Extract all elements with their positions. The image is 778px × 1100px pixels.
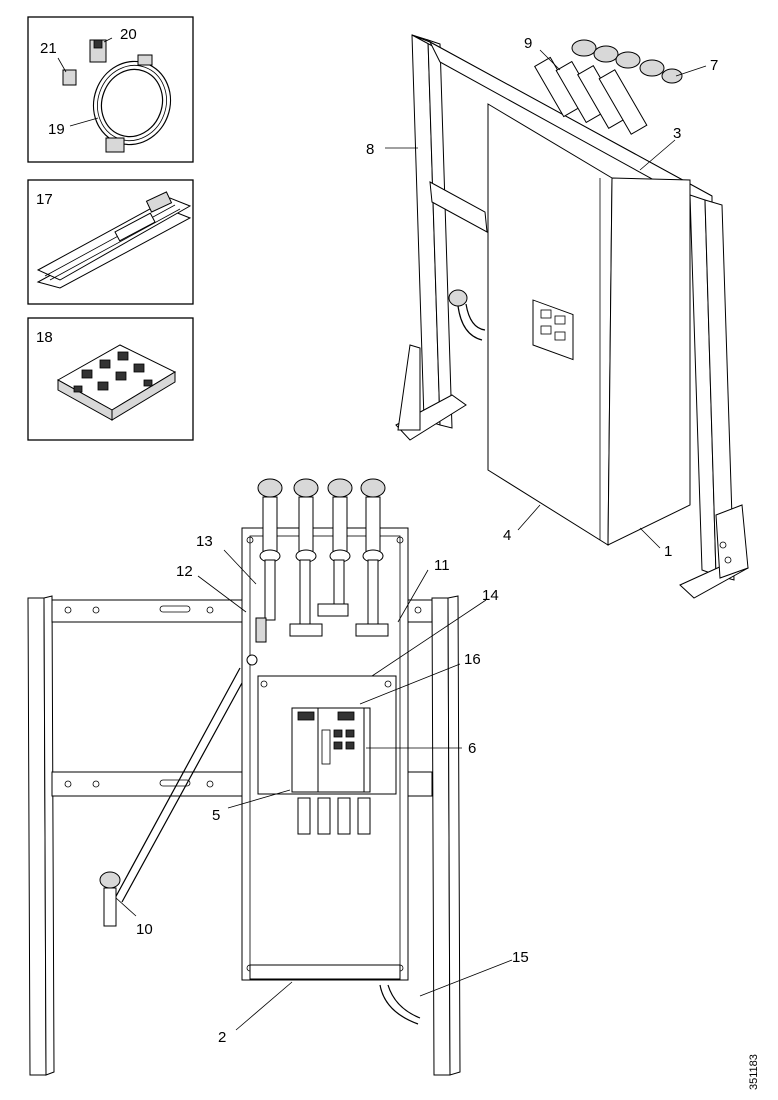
callout-13: 13 — [196, 533, 213, 550]
callout-18: 18 — [36, 329, 53, 346]
top-cable-glands — [257, 478, 386, 556]
inset-box-part-17: 17 — [27, 179, 194, 305]
circuit-breaker-part-6 — [291, 707, 371, 793]
lower-frame-assembly: 13 12 11 14 16 6 5 10 15 2 — [27, 478, 529, 1076]
front-cover-panel-4 — [487, 103, 691, 546]
callout-17: 17 — [36, 191, 53, 208]
callout-16: 16 — [464, 651, 481, 668]
document-id: 351183 — [748, 1054, 760, 1090]
callout-4: 4 — [503, 527, 511, 544]
callout-5: 5 — [212, 807, 220, 824]
callout-19: 19 — [48, 121, 65, 138]
cable-glands-part-9 — [534, 39, 683, 135]
callout-11: 11 — [434, 557, 450, 574]
clip-part-20 — [89, 39, 107, 63]
side-gland — [448, 289, 486, 341]
callout-1: 1 — [664, 543, 672, 560]
ring-clamp-part-19 — [92, 54, 172, 153]
callout-6: 6 — [468, 740, 476, 757]
callout-2: 2 — [218, 1029, 226, 1046]
callout-20: 20 — [120, 26, 137, 43]
callout-7: 7 — [710, 57, 718, 74]
cable-bundles — [259, 549, 389, 637]
callout-8: 8 — [366, 141, 374, 158]
inset-box-part-18: 18 — [27, 317, 194, 441]
callout-15: 15 — [512, 949, 529, 966]
upper-frame-assembly: 8 9 7 3 4 1 — [366, 34, 749, 599]
lower-terminals — [297, 797, 371, 835]
callout-10: 10 — [136, 921, 153, 938]
inset-box-ring-parts: 20 21 19 — [27, 16, 194, 163]
terminal-block-part-18 — [56, 344, 177, 421]
clip-part-21 — [62, 69, 77, 86]
callout-21: 21 — [40, 40, 57, 57]
callout-3: 3 — [673, 125, 681, 142]
callout-14: 14 — [482, 587, 499, 604]
comb-strip-part-17 — [36, 191, 192, 289]
callout-9: 9 — [524, 35, 532, 52]
callout-12: 12 — [176, 563, 193, 580]
cable-gland-part-10 — [99, 871, 121, 927]
